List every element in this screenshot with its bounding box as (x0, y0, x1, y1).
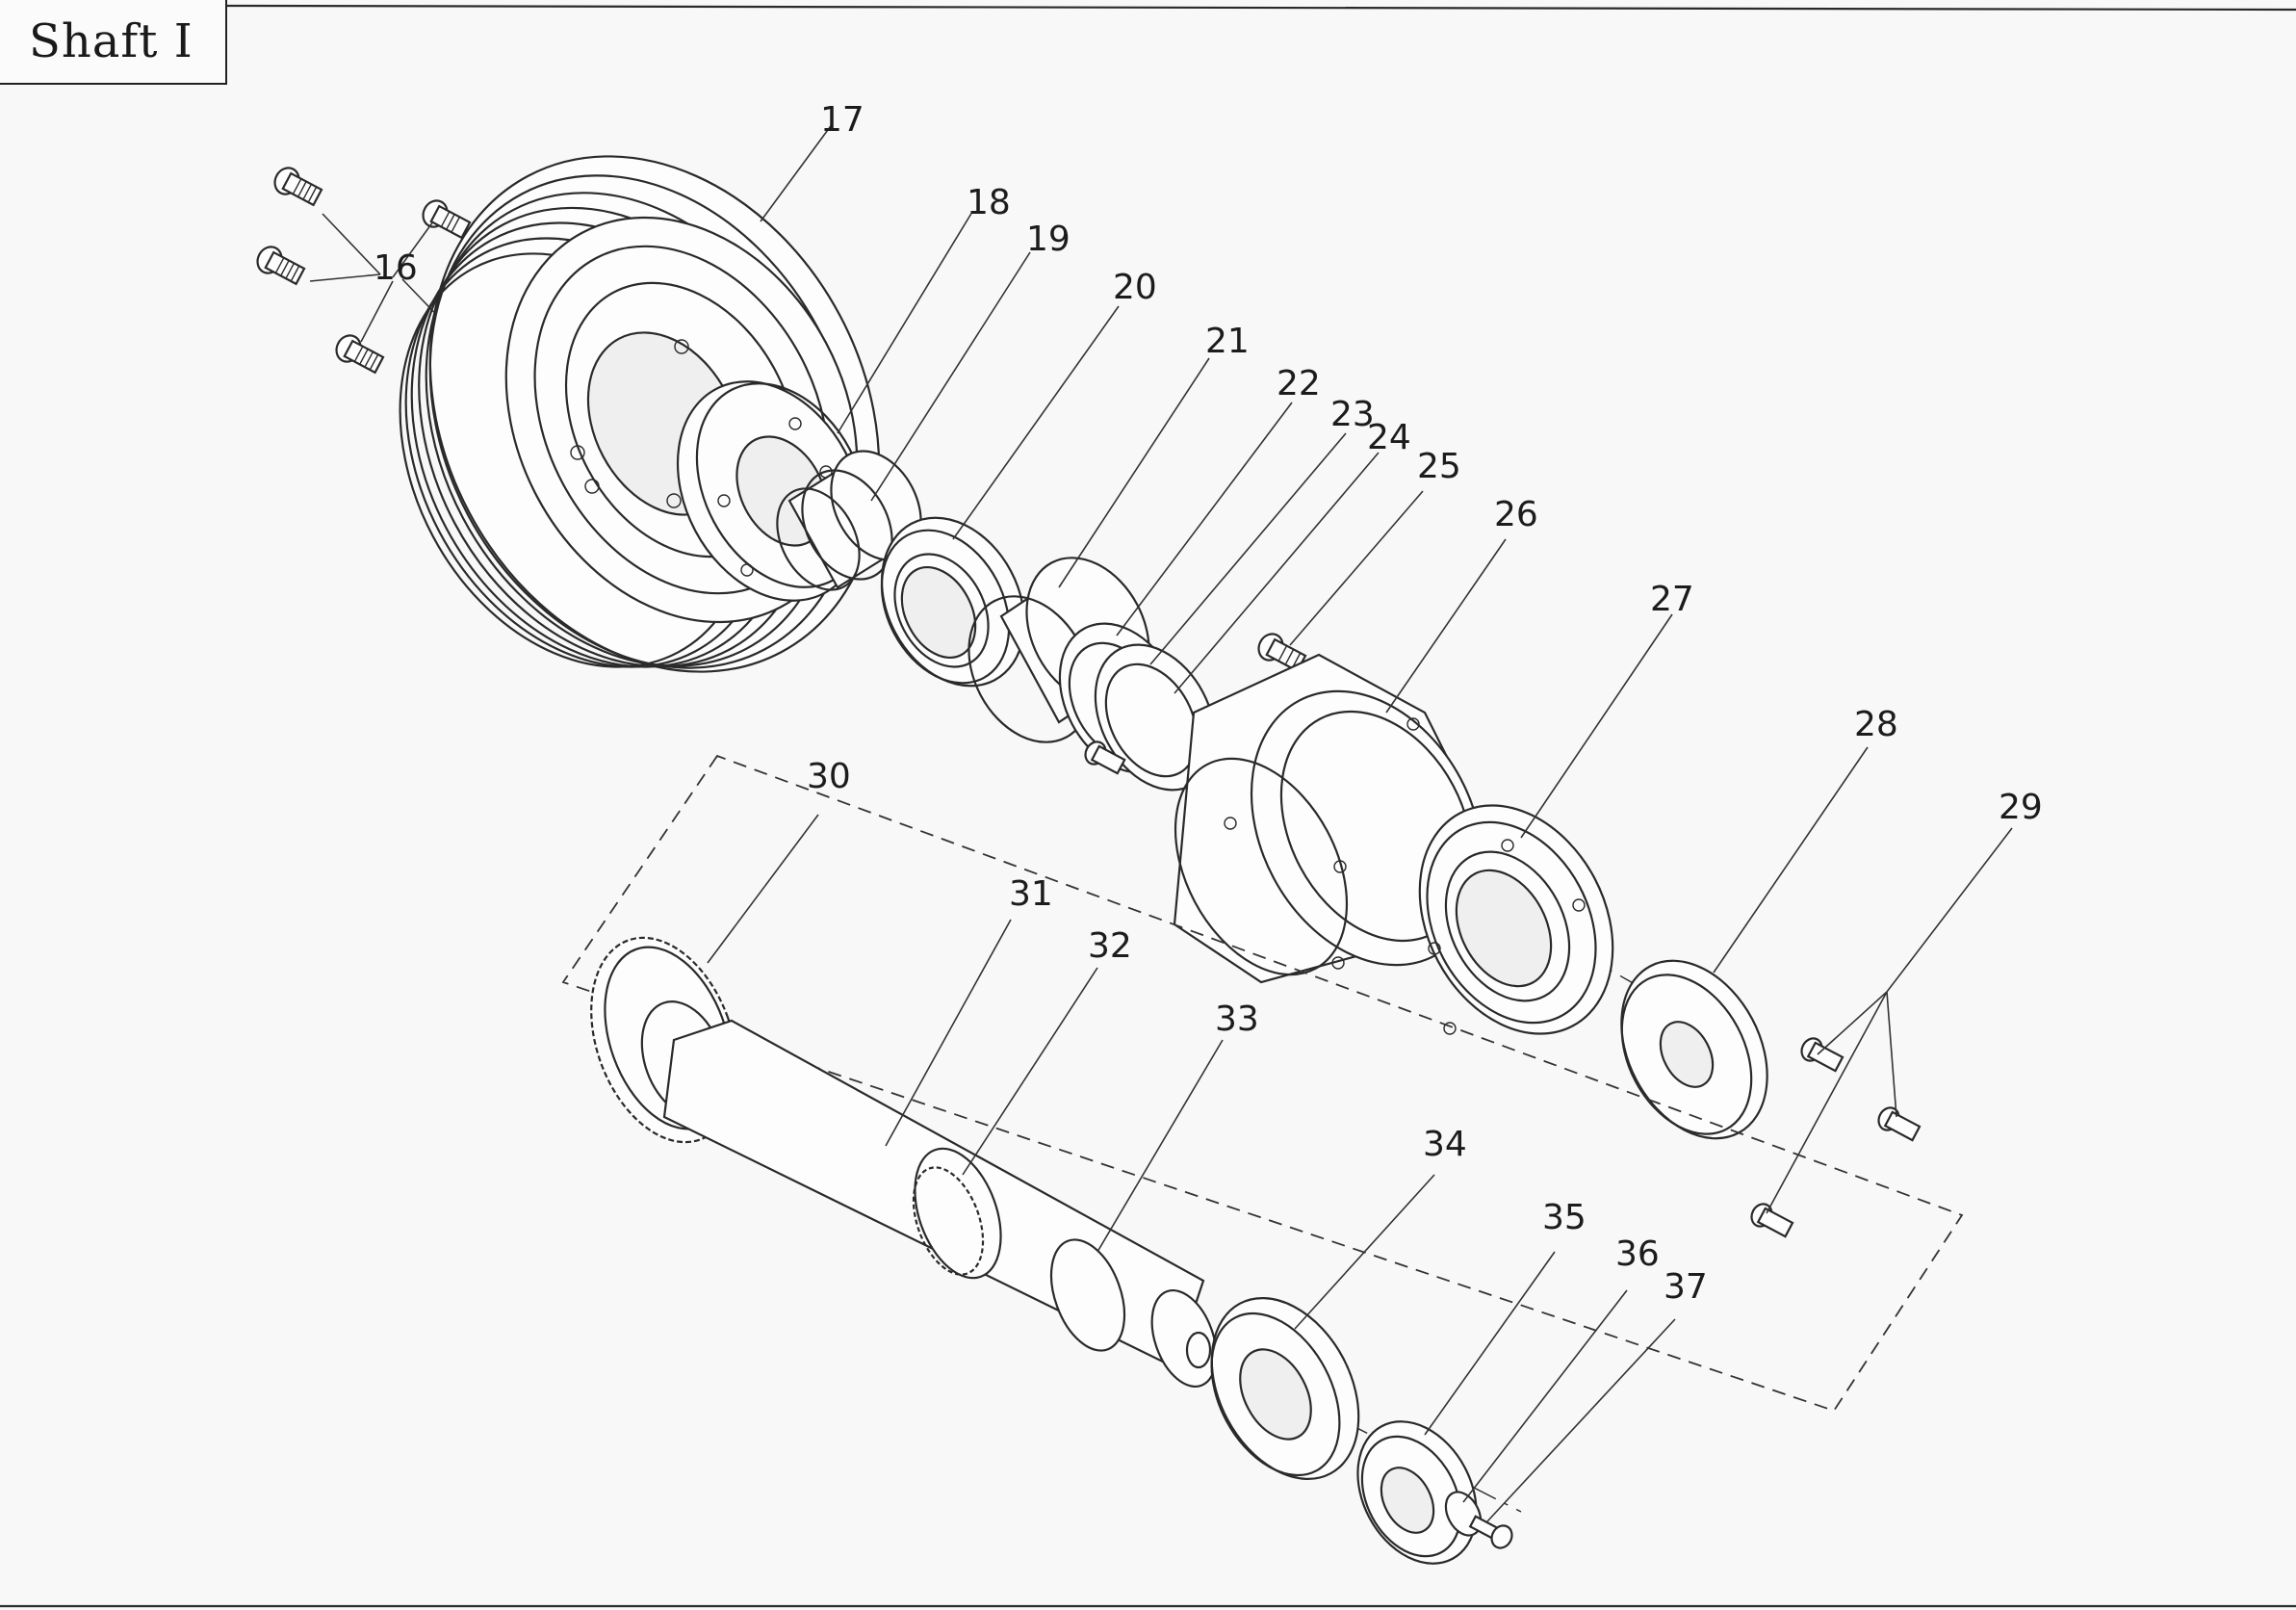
bearing-icon (880, 516, 1026, 688)
part-labels: 16 17 18 19 20 21 22 23 24 25 26 27 28 2… (374, 100, 2043, 1307)
part-label-33: 33 (1215, 1000, 1259, 1039)
diagram-title: Shaft I (29, 14, 193, 68)
screw-icon (1084, 740, 1126, 775)
part-label-31: 31 (1009, 874, 1053, 914)
screw-icon (1257, 633, 1307, 673)
part-label-17: 17 (820, 100, 864, 140)
hub-shaft-icon (776, 450, 922, 591)
part-label-22: 22 (1277, 364, 1321, 403)
part-label-36: 36 (1615, 1234, 1660, 1274)
part-label-28: 28 (1854, 705, 1898, 744)
screw-icon (1468, 1515, 1513, 1549)
part-label-34: 34 (1423, 1125, 1467, 1164)
pulley-icon (399, 155, 881, 673)
part-label-19: 19 (1026, 220, 1071, 259)
washer-icon (1620, 959, 1768, 1140)
part-label-24: 24 (1367, 418, 1411, 457)
part-label-16: 16 (374, 248, 418, 288)
screw-icon (1877, 1106, 1922, 1142)
seal-cover-icon (1418, 804, 1614, 1035)
part-label-23: 23 (1330, 395, 1375, 434)
part-label-35: 35 (1542, 1198, 1587, 1237)
part-label-26: 26 (1494, 495, 1538, 534)
screw-icon (256, 167, 489, 375)
leader-lines (707, 122, 2013, 1522)
part-label-25: 25 (1417, 447, 1461, 486)
part-label-37: 37 (1664, 1267, 1708, 1307)
dashed-group-box (561, 754, 1964, 1413)
part-label-21: 21 (1205, 322, 1250, 361)
bearing-icon (1356, 1420, 1478, 1565)
screw-icon (1800, 1037, 1845, 1073)
part-label-29: 29 (1999, 788, 2043, 827)
frame-top-line (226, 4, 2296, 12)
screw-icon (1750, 1203, 1794, 1238)
title-box: Shaft I (0, 0, 227, 85)
splined-shaft-icon (662, 1019, 1218, 1389)
part-label-27: 27 (1650, 580, 1694, 619)
part-label-32: 32 (1088, 926, 1132, 966)
part-label-18: 18 (967, 183, 1011, 222)
part-label-20: 20 (1113, 268, 1157, 307)
part-label-30: 30 (807, 757, 851, 796)
washer-icon (1210, 1297, 1360, 1480)
leader-16 (309, 213, 451, 343)
